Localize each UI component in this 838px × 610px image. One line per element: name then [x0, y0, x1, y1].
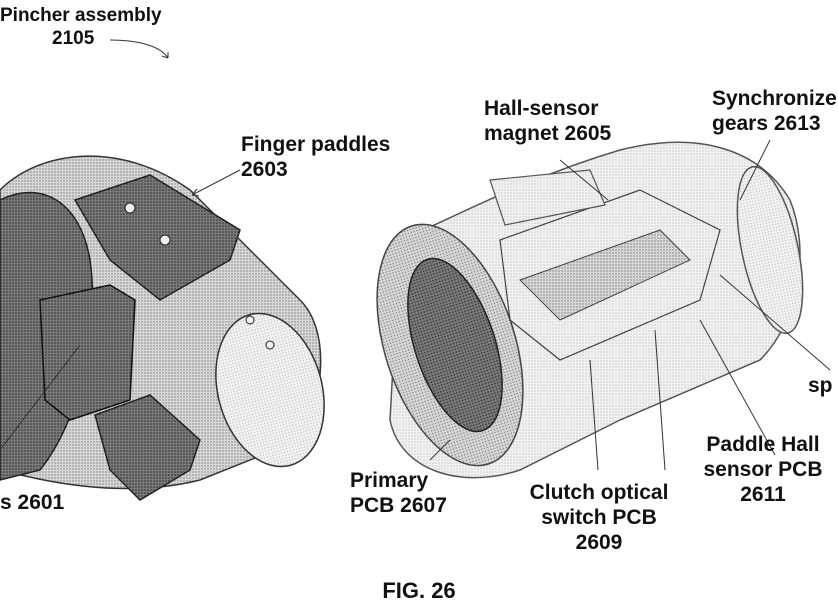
pincher-transparent-assembly	[376, 141, 804, 479]
label-hall-sensor-magnet: Hall-sensor magnet 2605	[484, 97, 612, 145]
label-finger-paddles: Finger paddles 2603	[241, 133, 391, 181]
label-paddle-hall-sensor: Paddle Hall sensor PCB 2611	[703, 433, 823, 506]
leader-lines	[0, 39, 831, 471]
pincher-solid-body	[0, 155, 325, 501]
label-clutch-optical-switch: Clutch optical switch PCB 2609	[529, 481, 669, 554]
label-pincher-assembly: Pincher assembly 2105	[0, 5, 162, 49]
label-s-2601-fragment: s 2601	[0, 491, 65, 514]
label-primary-pcb: Primary PCB 2607	[350, 469, 447, 517]
figure-caption: FIG. 26	[382, 578, 456, 603]
label-sp-fragment: sp	[808, 374, 833, 397]
label-synchronize-gears: Synchronize gears 2613	[712, 87, 837, 135]
